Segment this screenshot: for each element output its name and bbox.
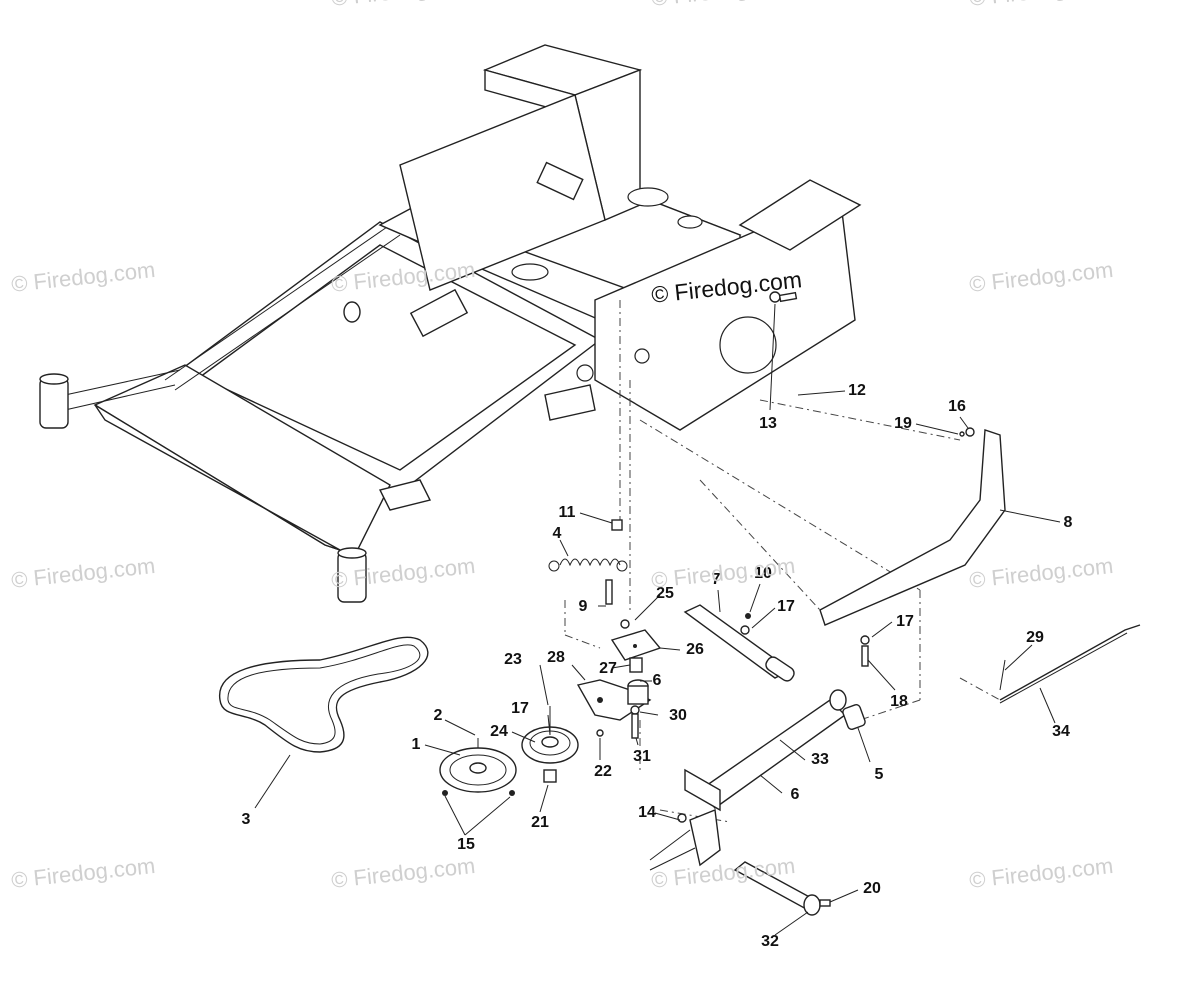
- callout-1: 1: [412, 736, 421, 753]
- assembly-lines: [564, 300, 1001, 906]
- callout-7: 7: [712, 571, 721, 588]
- leader-lines: [254, 303, 1061, 936]
- callout-6a: 6: [653, 672, 662, 689]
- idler-pulley-part-24: [521, 706, 579, 783]
- callout-28: 28: [547, 649, 565, 666]
- bar-part-8: [819, 429, 1006, 626]
- callout-4: 4: [553, 525, 562, 542]
- callout-22: 22: [594, 763, 612, 780]
- callout-9: 9: [579, 598, 588, 615]
- frame-assembly: [39, 44, 862, 603]
- callout-33: 33: [811, 751, 829, 768]
- callout-24: 24: [490, 723, 508, 740]
- lower-bracket: [649, 809, 821, 916]
- callout-20: 20: [863, 880, 881, 897]
- callout-2: 2: [434, 707, 443, 724]
- callout-27: 27: [599, 660, 617, 677]
- callout-26: 26: [686, 641, 704, 658]
- callout-17a: 17: [511, 700, 529, 717]
- callout-32: 32: [761, 933, 779, 950]
- callout-21: 21: [531, 814, 549, 831]
- callout-11: 11: [559, 504, 576, 521]
- rod-part-34: [999, 624, 1141, 701]
- callout-14: 14: [638, 804, 656, 821]
- callout-5: 5: [875, 766, 884, 783]
- callout-31: 31: [633, 748, 651, 765]
- callout-16: 16: [948, 398, 966, 415]
- callout-23: 23: [504, 651, 522, 668]
- callout-34: 34: [1052, 723, 1070, 740]
- callout-8: 8: [1064, 514, 1073, 531]
- pivot-arm: [684, 689, 866, 812]
- shaft-part-7: [683, 604, 795, 682]
- callout-6b: 6: [791, 786, 800, 803]
- callout-13: 13: [759, 415, 777, 432]
- callout-3: 3: [242, 811, 251, 828]
- callout-30: 30: [669, 707, 687, 724]
- callout-17c: 17: [896, 613, 914, 630]
- callout-19: 19: [894, 415, 912, 432]
- callout-15: 15: [457, 836, 475, 853]
- callout-17b: 17: [777, 598, 795, 615]
- callout-10: 10: [754, 565, 772, 582]
- callout-numbers: 1 2 3 4 5 6 6 6 7 8 9 10 11 12 13 14 15 …: [242, 382, 1073, 950]
- drive-belt: [219, 636, 429, 753]
- callout-25: 25: [656, 585, 674, 602]
- callout-18: 18: [890, 693, 908, 710]
- callout-29: 29: [1026, 629, 1044, 646]
- pulley-part-1: [439, 738, 517, 796]
- callout-12: 12: [848, 382, 866, 399]
- fasteners: [596, 291, 1006, 907]
- tension-spring: [548, 558, 628, 572]
